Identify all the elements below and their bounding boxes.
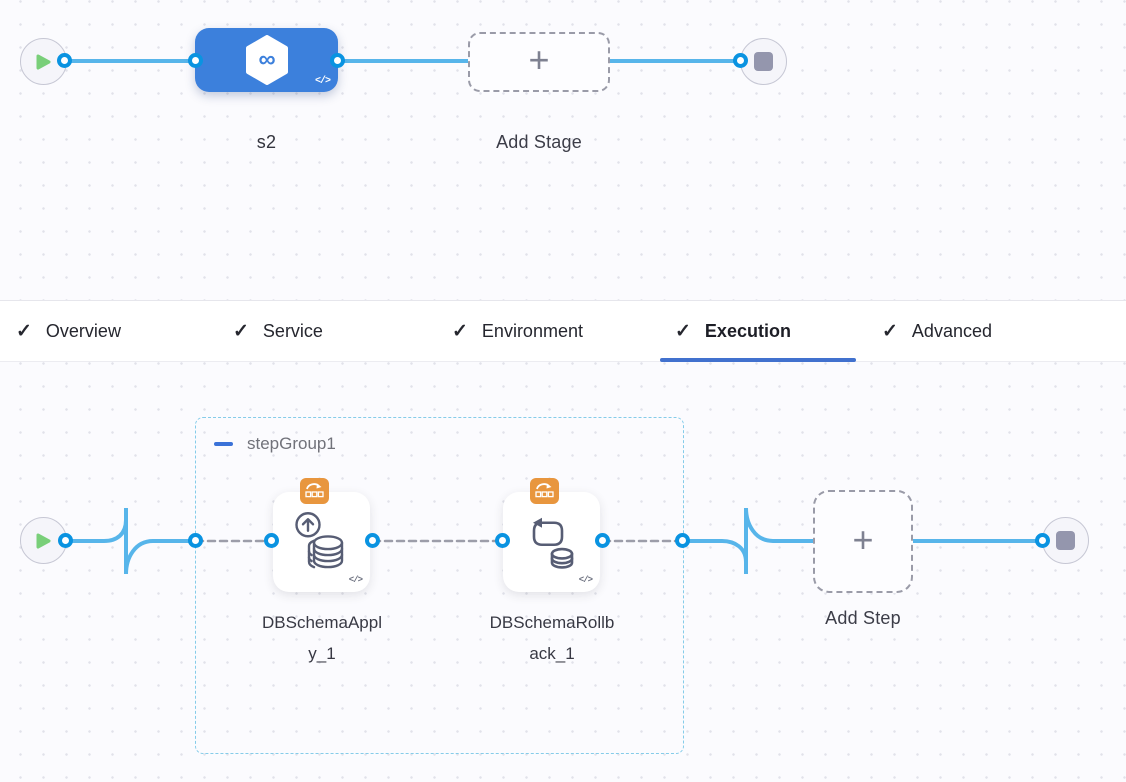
tab-advanced[interactable]: ✓ Advanced bbox=[882, 320, 992, 342]
add-stage-button[interactable]: + bbox=[468, 32, 610, 92]
tab-execution[interactable]: ✓ Execution bbox=[675, 320, 791, 342]
stop-icon bbox=[754, 52, 773, 71]
active-tab-underline bbox=[660, 358, 856, 362]
connector-ring[interactable] bbox=[58, 533, 73, 548]
db-devops-badge-icon bbox=[300, 478, 329, 504]
check-icon: ✓ bbox=[233, 320, 249, 342]
play-icon bbox=[36, 533, 51, 548]
tab-overview[interactable]: ✓ Overview bbox=[16, 320, 121, 342]
collapse-group-icon[interactable] bbox=[214, 442, 233, 446]
connector-ring[interactable] bbox=[188, 53, 203, 68]
tab-environment[interactable]: ✓ Environment bbox=[452, 320, 583, 342]
connector-ring[interactable] bbox=[57, 53, 72, 68]
execution-canvas: stepGroup1 </> bbox=[0, 362, 1126, 782]
db-schema-rollback-icon bbox=[532, 517, 573, 569]
db-devops-badge-icon bbox=[530, 478, 559, 504]
execution-start-node[interactable] bbox=[20, 517, 67, 564]
step-group-name: stepGroup1 bbox=[247, 434, 336, 453]
stage-node-s2[interactable]: ∞ </> bbox=[195, 28, 338, 92]
add-step-label: Add Step bbox=[825, 608, 901, 628]
step-name-label: DBSchemaAppl y_1 bbox=[261, 613, 382, 663]
svg-text:∞: ∞ bbox=[258, 46, 275, 73]
check-icon: ✓ bbox=[882, 320, 898, 342]
step-group-stepGroup1[interactable]: stepGroup1 bbox=[195, 417, 684, 754]
tab-service[interactable]: ✓ Service bbox=[233, 320, 323, 342]
connector-ring[interactable] bbox=[733, 53, 748, 68]
stage-config-tabbar: ✓ Overview ✓ Service ✓ Environment ✓ Exe… bbox=[0, 300, 1126, 362]
play-icon bbox=[36, 54, 51, 69]
stage-canvas: ∞ </> s2 + Add Stage bbox=[0, 0, 1126, 300]
connector-ring[interactable] bbox=[1035, 533, 1050, 548]
add-step-button[interactable]: + bbox=[813, 490, 913, 593]
stop-icon bbox=[1056, 531, 1075, 550]
plus-icon: + bbox=[852, 518, 874, 560]
check-icon: ✓ bbox=[452, 320, 468, 342]
connector-ring[interactable] bbox=[675, 533, 690, 548]
connector-ring[interactable] bbox=[330, 53, 345, 68]
step-card-dbschemaapply[interactable]: </> bbox=[273, 478, 370, 592]
plus-icon: + bbox=[528, 39, 550, 80]
stage-yaml-toggle-icon[interactable]: </> bbox=[314, 76, 331, 87]
step-yaml-toggle-icon[interactable]: </> bbox=[578, 575, 593, 585]
step-yaml-toggle-icon[interactable]: </> bbox=[348, 575, 363, 585]
stage-name-label: s2 bbox=[256, 132, 277, 152]
connector-ring[interactable] bbox=[595, 533, 610, 548]
connector-ring[interactable] bbox=[264, 533, 279, 548]
step-card-dbschemarollback[interactable]: </> bbox=[503, 478, 600, 592]
check-icon: ✓ bbox=[16, 320, 32, 342]
cd-stage-hexagon-icon: ∞ bbox=[244, 35, 290, 85]
step-name-label: DBSchemaRollb ack_1 bbox=[489, 613, 615, 663]
connector-ring[interactable] bbox=[188, 533, 203, 548]
connector-ring[interactable] bbox=[495, 533, 510, 548]
add-stage-label: Add Stage bbox=[496, 132, 582, 152]
db-schema-apply-icon bbox=[294, 512, 343, 569]
check-icon: ✓ bbox=[675, 320, 691, 342]
connector-ring[interactable] bbox=[365, 533, 380, 548]
